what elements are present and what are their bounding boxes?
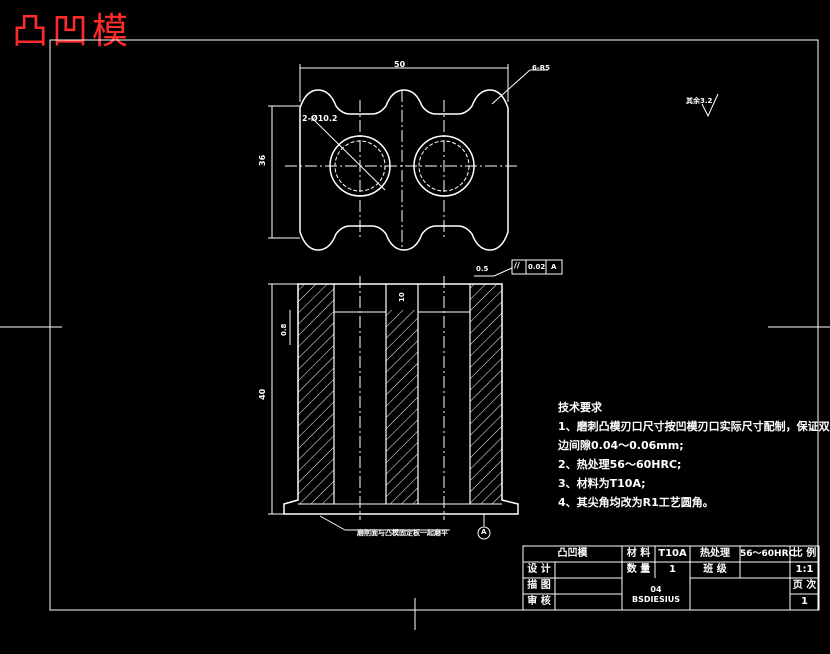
tb-page-label: 页 次 xyxy=(792,580,817,591)
datum-label: A xyxy=(481,528,487,536)
tb-draw-label: 描 图 xyxy=(527,580,551,591)
flatness-datum: A xyxy=(551,263,557,271)
tb-check-label: 审 核 xyxy=(527,596,551,607)
tb-page: 1 xyxy=(801,596,808,607)
dim-left-small-text: 0.8 xyxy=(280,323,288,336)
section-hatch-mid xyxy=(386,310,418,504)
leader-holes xyxy=(311,117,386,191)
dim-radius-text: 6-R5 xyxy=(532,64,551,72)
flatness-value: 0.02 xyxy=(528,263,546,271)
drawing-border xyxy=(49,39,819,611)
datum-circle xyxy=(477,526,491,540)
tech-item-3: 2、热处理56～60HRC; xyxy=(558,458,682,471)
tb-material: T10A xyxy=(658,548,687,559)
front-outline xyxy=(283,283,519,515)
roughness-text: 其余3.2 xyxy=(686,97,713,105)
dim-front-small-text: 0.5 xyxy=(476,265,489,273)
dim-height-front-text: 40 xyxy=(258,388,267,400)
tech-item-4: 3、材料为T10A; xyxy=(558,477,646,490)
tech-heading: 技术要求 xyxy=(558,401,602,414)
tech-item-1: 1、磨刺凸模刃口尺寸按凹模刃口实际尺寸配制，保证双 xyxy=(558,420,830,433)
tb-heat: 56～60HRC xyxy=(740,549,796,559)
top-view xyxy=(268,64,719,251)
section-hatch-right xyxy=(470,284,502,504)
dim-inner-small-text: 10 xyxy=(398,292,406,302)
top-view-outline xyxy=(299,89,509,251)
title-block-grid xyxy=(522,545,820,611)
leader-radius xyxy=(491,69,531,105)
tech-requirements: 技术要求 1、磨刺凸模刃口尺寸按凹模刃口实际尺寸配制，保证双 边间隙0.04～0… xyxy=(558,398,830,512)
bottom-note: 磨削面与凸模固定板一起磨平 xyxy=(357,529,448,537)
drawing-title-red: 凸凹模 xyxy=(12,11,133,52)
flatness-symbol: // xyxy=(514,261,520,270)
dim-height-top-text: 36 xyxy=(258,154,267,166)
title-block: 凸凹模 材 料 T10A 热处理 56～60HRC 比 例 设 计 数 量 1 … xyxy=(523,546,819,610)
tb-scale-label: 比 例 xyxy=(792,548,817,559)
front-view xyxy=(268,259,563,540)
tb-code-top: 04 xyxy=(650,585,662,594)
tb-class-label: 班 级 xyxy=(703,564,727,575)
tb-qty-label: 数 量 xyxy=(626,564,651,575)
roughness-symbol xyxy=(701,93,719,118)
tech-item-5: 4、其尖角均改为R1工艺圆角。 xyxy=(558,496,714,509)
flatness-frame xyxy=(511,259,563,275)
tb-material-label: 材 料 xyxy=(626,548,651,559)
tb-name: 凸凹模 xyxy=(557,548,588,559)
section-hatch-left xyxy=(298,284,334,504)
tb-heat-label: 热处理 xyxy=(700,548,730,559)
tech-item-2: 边间隙0.04～0.06mm; xyxy=(558,439,684,452)
tb-qty: 1 xyxy=(669,564,676,575)
dim-holes-text: 2-Ø10.2 xyxy=(302,114,338,123)
tb-design-label: 设 计 xyxy=(527,564,551,575)
tb-code: BSDIESIUS xyxy=(632,595,680,604)
dim-width-text: 50 xyxy=(394,60,406,69)
tb-scale: 1:1 xyxy=(795,564,814,575)
